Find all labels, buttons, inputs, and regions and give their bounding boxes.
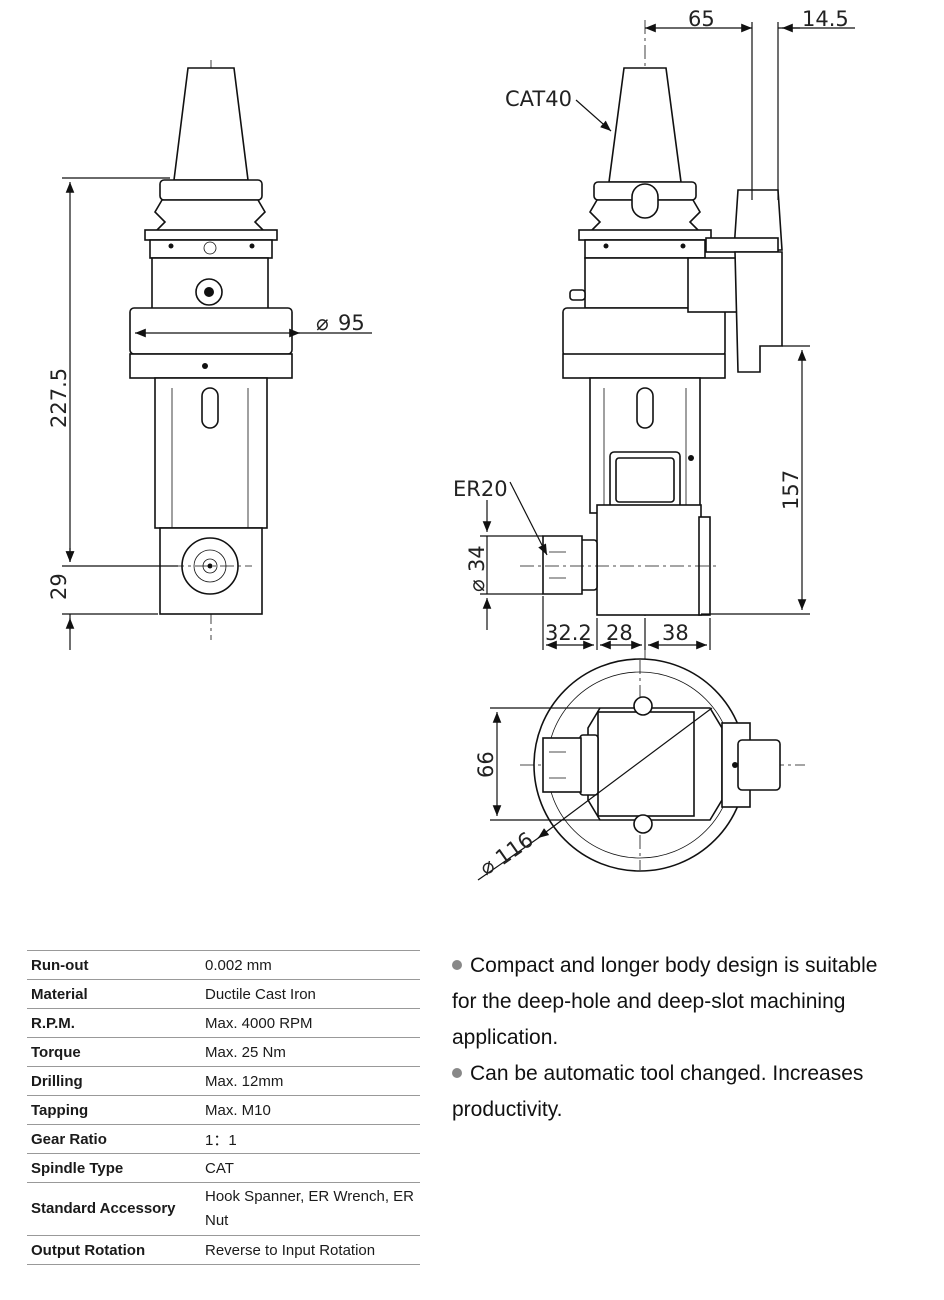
spec-key: R.P.M. bbox=[27, 1008, 187, 1038]
bullet-icon bbox=[452, 1068, 462, 1078]
side-view: 65 14.5 CAT40 ER20 ⌀ 34 157 32.2 28 38 bbox=[453, 7, 855, 660]
spec-value: 1：1 bbox=[187, 1124, 420, 1154]
spec-key: Material bbox=[27, 979, 187, 1009]
label-taper: CAT40 bbox=[505, 87, 572, 111]
spec-key: Drilling bbox=[27, 1066, 187, 1096]
front-view: 227.5 29 ⌀ 95 bbox=[47, 60, 372, 650]
dim-body-width: 66 bbox=[474, 751, 498, 778]
spec-key: Output Rotation bbox=[27, 1235, 187, 1265]
feature-list: Compact and longer body design is suitab… bbox=[452, 948, 892, 1128]
svg-text:⌀: ⌀ bbox=[316, 311, 329, 335]
spec-value: CAT bbox=[187, 1153, 420, 1183]
dim-swing-diameter: 116 bbox=[491, 827, 538, 870]
feature-text: Can be automatic tool changed. Increases… bbox=[452, 1062, 864, 1121]
spec-value: Ductile Cast Iron bbox=[187, 979, 420, 1009]
dim-len-c: 38 bbox=[662, 621, 689, 645]
dim-side-width-b: 14.5 bbox=[802, 7, 849, 31]
top-view: 66 ⌀ 116 bbox=[474, 658, 805, 881]
feature-text: Compact and longer body design is suitab… bbox=[452, 954, 878, 1049]
spec-key: Spindle Type bbox=[27, 1153, 187, 1183]
spec-key: Torque bbox=[27, 1037, 187, 1067]
spec-value: Max. 12mm bbox=[187, 1066, 420, 1096]
list-item: Can be automatic tool changed. Increases… bbox=[452, 1056, 892, 1128]
spec-value: Reverse to Input Rotation bbox=[187, 1235, 420, 1265]
label-collet: ER20 bbox=[453, 477, 508, 501]
spec-value: 0.002 mm bbox=[187, 950, 420, 980]
list-item: Compact and longer body design is suitab… bbox=[452, 948, 892, 1056]
spec-value: Max. 4000 RPM bbox=[187, 1008, 420, 1038]
dim-flange-diameter: 95 bbox=[338, 311, 365, 335]
technical-drawing: 227.5 29 ⌀ 95 bbox=[47, 7, 855, 881]
svg-text:⌀: ⌀ bbox=[465, 579, 489, 592]
dim-nose-diameter: 34 bbox=[465, 545, 489, 572]
dim-spindle-offset: 29 bbox=[47, 573, 71, 600]
spec-key: Gear Ratio bbox=[27, 1124, 187, 1154]
table-row: R.P.M.Max. 4000 RPM bbox=[27, 1008, 420, 1038]
spec-key: Standard Accessory bbox=[27, 1182, 187, 1236]
dim-len-b: 28 bbox=[606, 621, 633, 645]
dim-output-height: 157 bbox=[779, 470, 803, 510]
dim-overall-height: 227.5 bbox=[47, 368, 71, 428]
bullet-icon bbox=[452, 960, 462, 970]
spec-key: Tapping bbox=[27, 1095, 187, 1125]
spec-value: Max. 25 Nm bbox=[187, 1037, 420, 1067]
spec-value: Max. M10 bbox=[187, 1095, 420, 1125]
dim-len-a: 32.2 bbox=[545, 621, 592, 645]
dim-side-width-a: 65 bbox=[688, 7, 715, 31]
spec-value: Hook Spanner, ER Wrench, ER Nut bbox=[187, 1182, 420, 1236]
spec-key: Run-out bbox=[27, 950, 187, 980]
